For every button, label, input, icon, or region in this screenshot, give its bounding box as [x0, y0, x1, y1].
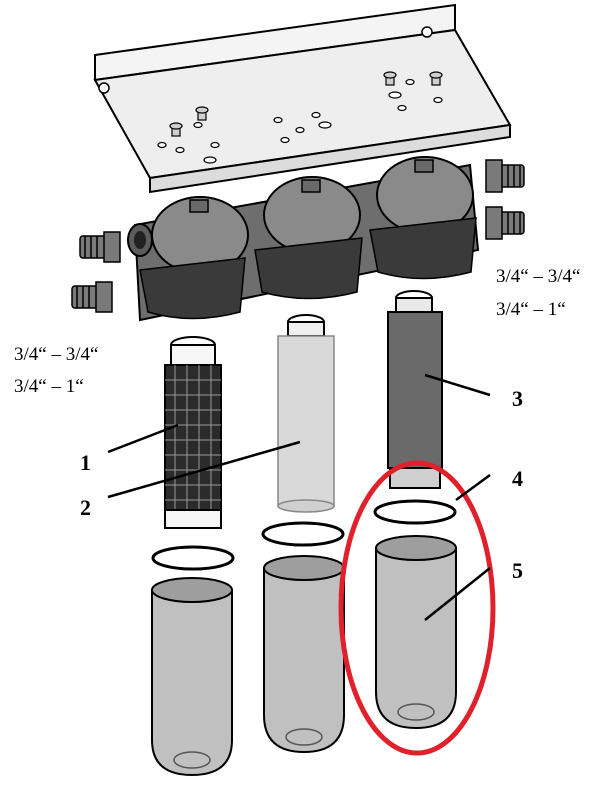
thread-size-left-1: 3/4“ – 3/4“	[14, 344, 98, 365]
part-label-5: 5	[512, 558, 523, 583]
part-label-1: 1	[80, 450, 91, 475]
part-label-3: 3	[512, 386, 523, 411]
highlight-ellipse	[338, 460, 496, 756]
wall-bracket-icon	[93, 3, 512, 194]
leader-lines	[107, 373, 491, 621]
part-label-4: 4	[512, 466, 523, 491]
thread-size-right-1: 3/4“ – 3/4“	[496, 266, 580, 287]
sediment-cartridge-icon	[277, 314, 335, 513]
carbon-cartridge-icon	[387, 290, 443, 489]
thread-size-right-2: 3/4“ – 1“	[496, 299, 566, 320]
part-label-2: 2	[80, 495, 91, 520]
mesh-cartridge-icon	[164, 336, 222, 529]
triple-filter-head-icon	[127, 156, 480, 322]
o-ring-icon	[151, 499, 457, 571]
filter-bowl-icon	[151, 535, 457, 777]
threaded-fitting-icon	[71, 159, 525, 313]
thread-size-left-2: 3/4“ – 1“	[14, 376, 84, 397]
